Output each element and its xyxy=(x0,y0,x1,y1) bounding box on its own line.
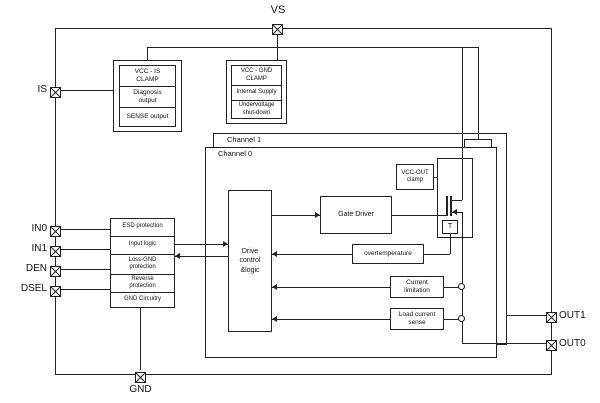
wire-rail-to-is-clamp xyxy=(147,47,148,60)
is-pin-icon xyxy=(50,85,61,98)
vs-pin-icon xyxy=(272,22,283,35)
drive-control-logic-block: Drive control &logic xyxy=(228,190,272,332)
channel0-label: Channel 0 xyxy=(218,149,253,158)
gate-driver-block: Gate Driver xyxy=(320,196,392,234)
in0-pin-icon xyxy=(50,224,61,237)
wire-is-pin xyxy=(61,90,113,91)
channel1-label: Channel 1 xyxy=(227,135,262,144)
wire-currlim-to-source xyxy=(444,287,462,288)
node-currlim-tap-icon xyxy=(458,283,465,290)
vcc-gnd-clamp-title: VCC - GND CLAMP xyxy=(231,65,282,86)
dsel-pin-label: DSEL xyxy=(20,283,47,294)
out1-pin-label: OUT1 xyxy=(559,310,586,321)
wire-overtemp-to-drive xyxy=(272,254,352,255)
mosfet-source-stub xyxy=(452,212,462,213)
den-pin-icon xyxy=(50,264,61,277)
wire-clamp-to-mosfet xyxy=(434,177,437,178)
in0-pin-label: IN0 xyxy=(31,223,47,234)
internal-supply-section: Internal Supply xyxy=(231,85,282,101)
wire-inputlogic-to-drive xyxy=(175,244,228,245)
wire-drain-channel1 xyxy=(478,47,479,139)
temp-sensor-block: T xyxy=(442,220,458,234)
arrow-into-inputblock-icon xyxy=(175,253,180,259)
current-limitation-block: Current limitation xyxy=(390,276,444,298)
wire-overtemp-to-tsensor-h xyxy=(424,254,450,255)
diagnosis-output-section: Diagnosis output xyxy=(119,86,176,108)
node-loadsense-tap-icon xyxy=(458,315,465,322)
wire-loadsense-to-source xyxy=(444,319,462,320)
wire-out1 xyxy=(507,315,546,316)
loss-gnd-protection-label: Loss-GND protection xyxy=(128,257,157,270)
wire-den xyxy=(61,269,110,270)
wire-gnd xyxy=(140,308,141,370)
mosfet-source-arrow-icon xyxy=(452,209,457,215)
divider-inputlogic xyxy=(110,254,175,255)
reverse-protection-label: Reverse protection xyxy=(129,276,156,289)
out0-pin-label: OUT0 xyxy=(559,338,586,349)
vs-pin-label: VS xyxy=(270,4,286,16)
wire-out0 xyxy=(462,343,546,344)
arrow-into-gatedriver-icon xyxy=(315,212,320,218)
wire-in1 xyxy=(61,249,110,250)
mosfet-gate-bar xyxy=(446,196,448,216)
wire-gatedriver-to-gate xyxy=(392,215,446,216)
gnd-pin-icon xyxy=(135,370,146,383)
input-logic-label: Input logic xyxy=(128,241,157,247)
wire-loadsense-to-drive xyxy=(272,319,390,320)
den-pin-label: DEN xyxy=(25,263,47,274)
divider-lossgnd xyxy=(110,274,175,275)
in1-pin-label: IN1 xyxy=(31,243,47,254)
arrow-into-drive-input-icon xyxy=(223,241,228,247)
wire-dsel xyxy=(61,289,110,290)
arrow-into-drive-loadsense-icon xyxy=(272,316,277,322)
wire-source-channel0 xyxy=(462,212,463,343)
arrow-into-drive-overtemp-icon xyxy=(272,251,277,257)
out0-pin-icon xyxy=(546,338,557,351)
wire-drive-to-gatedriver xyxy=(272,215,320,216)
arrow-into-drive-currlim-icon xyxy=(272,284,277,290)
divider-esd xyxy=(110,236,175,237)
undervoltage-section: Undervoltage shut-down xyxy=(231,100,282,119)
gnd-pin-label: GND xyxy=(129,384,152,395)
esd-protection-label: ESD protection xyxy=(122,223,163,229)
wire-drain-channel0 xyxy=(462,47,463,200)
mosfet-drain-stub xyxy=(452,200,462,201)
out1-pin-icon xyxy=(546,310,557,323)
wire-vs-rail xyxy=(147,47,478,48)
vcc-is-clamp-title: VCC - IS CLAMP xyxy=(119,65,176,87)
input-protection-block xyxy=(110,218,175,308)
is-pin-label: IS xyxy=(37,84,47,95)
wire-in0 xyxy=(61,229,110,230)
dsel-pin-icon xyxy=(50,284,61,297)
gnd-circuitry-label: GND Circuitry xyxy=(124,296,161,302)
wire-vs-vertical xyxy=(277,33,278,60)
vcc-out-clamp-block: VCC-OUT clamp xyxy=(396,164,434,190)
wire-drive-to-inputlogic xyxy=(175,256,228,257)
divider-reverse xyxy=(110,292,175,293)
wire-overtemp-to-tsensor-v xyxy=(450,234,451,254)
load-current-sense-block: Load current sense xyxy=(390,308,444,330)
mosfet-channel-bar xyxy=(450,196,452,216)
sense-output-section: SENSE output xyxy=(119,107,176,127)
overtemperature-block: overtemperature xyxy=(352,244,424,264)
in1-pin-icon xyxy=(50,244,61,257)
wire-currlim-to-drive xyxy=(272,287,390,288)
